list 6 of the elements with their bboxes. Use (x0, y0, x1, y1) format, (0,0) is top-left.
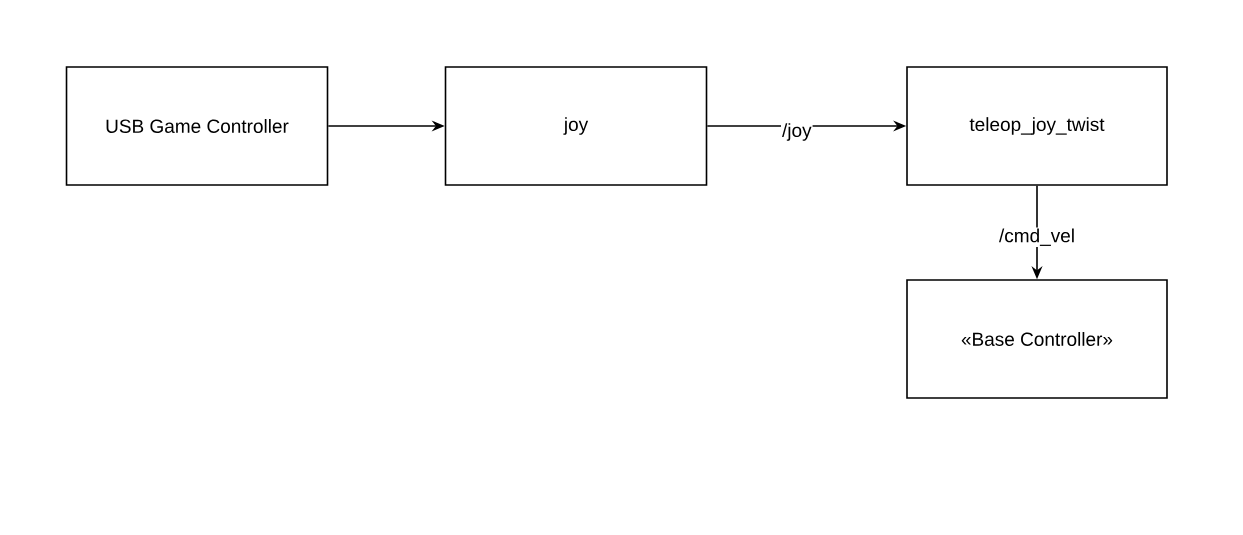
process-box: «Base Controller» (906, 279, 1168, 399)
process-box: teleop_joy_twist (906, 66, 1168, 186)
edge-label: /joy (781, 122, 813, 142)
process-box: USB Game Controller (65, 66, 329, 186)
process-box: joy (444, 66, 708, 186)
edge-label: /cmd_vel (998, 227, 1076, 247)
